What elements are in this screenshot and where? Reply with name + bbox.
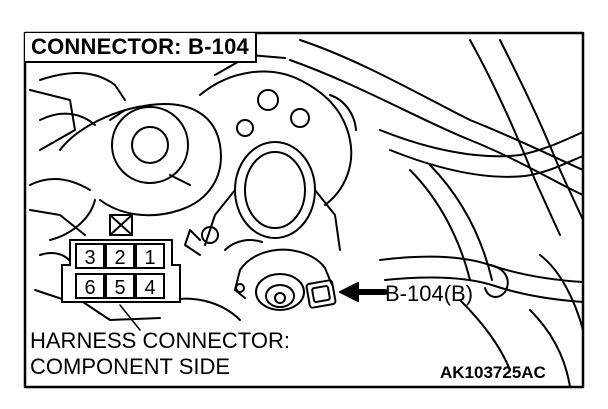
pin-label: 2 <box>114 247 125 269</box>
pin-label: 3 <box>84 247 95 269</box>
pin-label: 4 <box>144 277 155 299</box>
figure-frame <box>23 31 585 389</box>
connector-callout-label: B-104(B) <box>385 281 474 306</box>
pin-label: 6 <box>84 277 95 299</box>
diagram-title: CONNECTOR: B-104 <box>31 34 249 59</box>
pin-label: 1 <box>144 247 155 269</box>
harness-leader <box>119 304 141 331</box>
title-box: CONNECTOR: B-104 <box>25 33 257 63</box>
figure-code: AK103725AC <box>440 363 546 382</box>
harness-label-line1: HARNESS CONNECTOR: <box>30 328 290 353</box>
pin-label: 5 <box>114 277 125 299</box>
callout-arrowhead <box>339 282 359 302</box>
sensor-component <box>234 248 337 311</box>
harness-label-line2: COMPONENT SIDE <box>30 354 231 379</box>
pipes <box>289 39 584 388</box>
